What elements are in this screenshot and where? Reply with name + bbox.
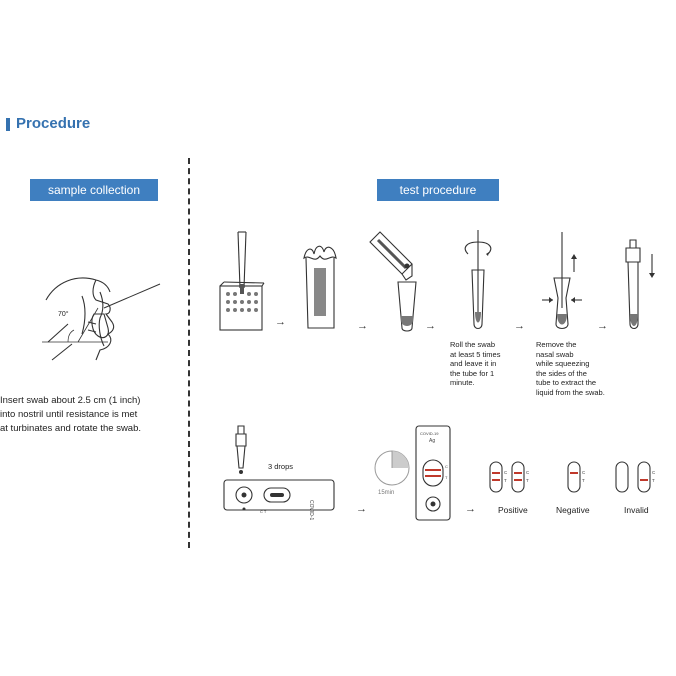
instruction-line: Insert swab about 2.5 cm (1 inch) <box>0 395 141 406</box>
caption-line: minute. <box>450 378 475 387</box>
control-line-label: C <box>582 470 586 475</box>
timer-icon <box>374 450 410 486</box>
svg-text:COVID-19: COVID-19 <box>420 431 439 436</box>
caption-line: at least 5 times <box>450 349 501 359</box>
caption-line: nasal swab <box>536 349 574 359</box>
page-title: Procedure <box>16 115 91 132</box>
arrow-icon: → <box>357 320 368 332</box>
test-line-label: T <box>652 478 655 483</box>
result-positive-label: Positive <box>498 505 528 515</box>
section-divider <box>188 158 190 548</box>
caption-line: liquid from the swab. <box>536 387 605 397</box>
drops-label: 3 drops <box>268 462 294 471</box>
result-negative-label: Negative <box>556 505 590 515</box>
svg-text:C: C <box>445 464 448 469</box>
arrow-icon: → <box>597 320 608 332</box>
step4-roll-swab-illustration <box>464 230 492 330</box>
caption-line: the tube for 1 <box>450 368 495 378</box>
step5-caption: Remove the nasal swab while squeezing th… <box>536 340 636 397</box>
instruction-line: into nostril until resistance is met <box>0 409 138 420</box>
control-line-label: C <box>526 470 530 475</box>
arrow-icon: → <box>356 503 367 515</box>
timer-label: 15min <box>378 490 395 496</box>
caption-line: Remove the <box>536 340 577 349</box>
svg-text:C T: C T <box>260 509 267 514</box>
test-line-label: T <box>504 478 507 483</box>
arrow-icon: → <box>275 316 286 328</box>
control-line-label: C <box>652 470 656 475</box>
test-procedure-label: test procedure <box>377 179 499 201</box>
step3-add-buffer-illustration <box>369 231 417 332</box>
test-line-label: T <box>526 478 529 483</box>
results-illustration: C T C T C T C T <box>489 461 656 493</box>
step4-caption: Roll the swab at least 5 times and leave… <box>450 340 530 388</box>
result-invalid-label: Invalid <box>624 505 649 515</box>
instruction-line: at turbinates and rotate the swab. <box>0 423 142 434</box>
procedure-title-marker <box>6 118 10 131</box>
test-line-label: T <box>582 478 585 483</box>
angle-label: 70° <box>58 310 69 318</box>
svg-text:T: T <box>445 475 448 480</box>
caption-line: tube to extract the <box>536 378 597 387</box>
caption-line: and leave it in <box>450 359 497 368</box>
instruction-text: Insert swab about 2.5 cm (1 inch) into n… <box>0 394 185 436</box>
step5-squeeze-tube-illustration <box>542 232 582 330</box>
svg-text:COVID-19: COVID-19 <box>308 500 314 520</box>
arrow-icon: → <box>514 320 525 332</box>
caption-line: Roll the swab <box>450 340 496 349</box>
control-line-label: C <box>504 470 508 475</box>
step6-capped-tube-illustration <box>625 239 655 330</box>
arrow-icon: → <box>465 503 476 515</box>
arrow-icon: → <box>425 320 436 332</box>
test-cassette-illustration: COVID-19 Ag C T <box>415 425 451 521</box>
caption-line: the sides of the <box>536 368 587 378</box>
step1-tube-rack-illustration <box>219 231 265 331</box>
nasal-swab-illustration: 70° <box>42 277 161 361</box>
sample-collection-label: sample collection <box>30 179 158 201</box>
step7-add-drops-illustration: C T COVID-19 <box>223 425 335 520</box>
step2-opened-tube-illustration <box>303 245 337 329</box>
svg-text:Ag: Ag <box>429 438 435 444</box>
caption-line: while squeezing <box>536 359 590 368</box>
